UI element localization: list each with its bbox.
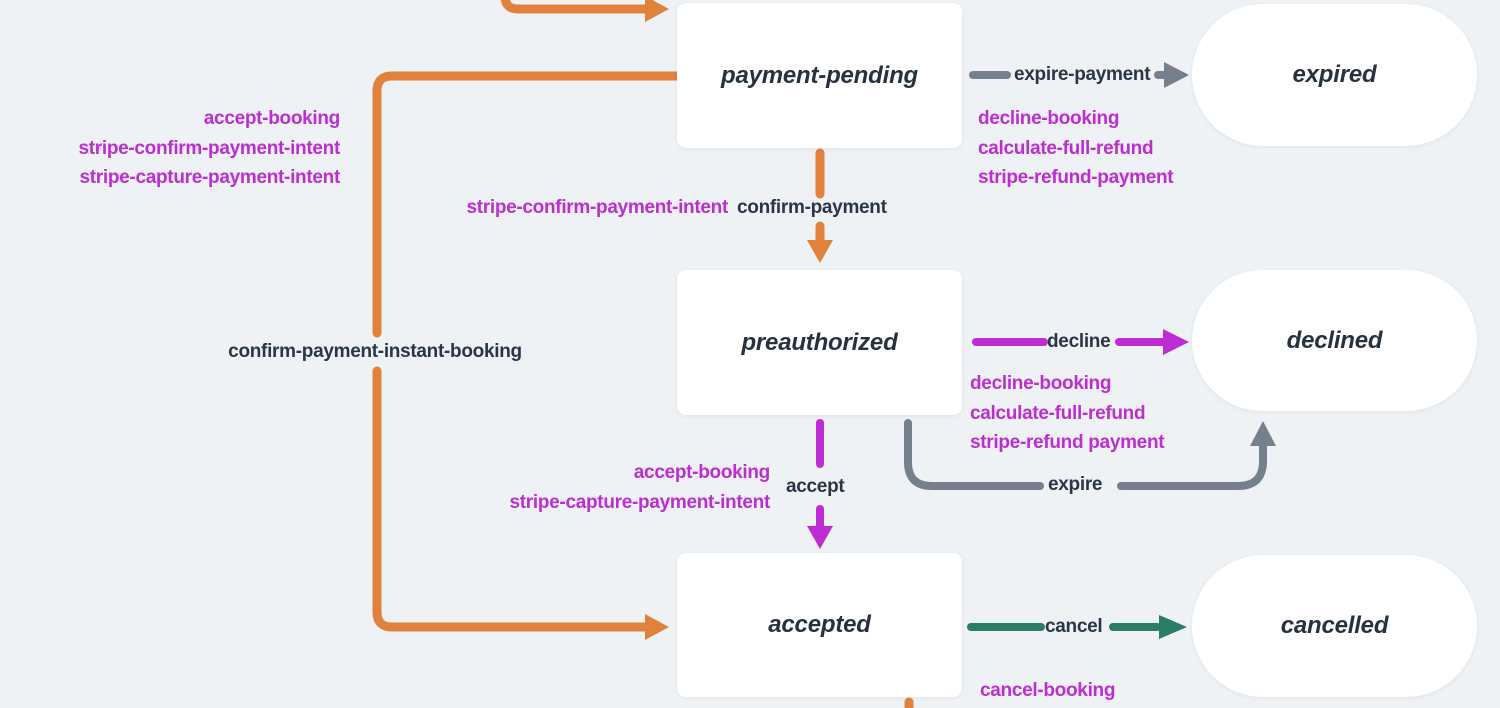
confirm-payment-arrowhead-icon	[807, 240, 833, 263]
expire-connector-right	[1117, 441, 1267, 490]
action-label: decline-booking	[978, 108, 1120, 129]
expire-payment-arrowhead-icon	[1164, 62, 1189, 88]
action-label: stripe-capture-payment-intent	[509, 491, 770, 513]
action-label: calculate-full-refund	[970, 402, 1146, 424]
state-preauthorized: preauthorized	[677, 270, 962, 415]
state-accepted-label: accepted	[768, 611, 871, 638]
state-expired: expired	[1192, 4, 1477, 146]
state-cancelled-label: cancelled	[1280, 612, 1389, 639]
accept-event-label: accept	[786, 476, 845, 497]
expire-payment-event-label: expire-payment	[1014, 64, 1151, 85]
state-declined-label: declined	[1286, 326, 1383, 354]
expire-event-label: expire	[1048, 474, 1103, 495]
action-label: decline-booking	[970, 373, 1112, 394]
instant-booking-event-label: confirm-payment-instant-booking	[228, 341, 522, 362]
action-label: stripe-refund payment	[970, 432, 1165, 453]
cancel-arrowhead-icon	[1159, 615, 1187, 639]
decline-arrowhead-icon	[1163, 329, 1189, 355]
instant-booking-arrowhead-icon	[645, 614, 669, 640]
cancel-actions: cancel-booking	[980, 680, 1116, 701]
state-accepted: accepted	[677, 553, 962, 697]
accept-actions: accept-booking stripe-capture-payment-in…	[460, 458, 770, 517]
entry-arrowhead-icon	[645, 0, 669, 22]
decline-actions: decline-booking calculate-full-refund st…	[970, 369, 1165, 458]
state-expired-label: expired	[1292, 61, 1377, 88]
expire-arrowhead-icon	[1250, 421, 1276, 446]
action-label: stripe-confirm-payment-intent	[78, 137, 340, 159]
instant-booking-connector-upper	[372, 71, 682, 338]
state-cancelled: cancelled	[1192, 555, 1477, 697]
cancel-event-label: cancel	[1045, 616, 1103, 637]
instant-booking-connector-lower	[372, 366, 650, 632]
action-label: stripe-capture-payment-intent	[79, 167, 340, 188]
confirm-payment-event-label: confirm-payment	[737, 197, 887, 218]
action-label: calculate-full-refund	[978, 137, 1154, 159]
state-declined: declined	[1192, 270, 1477, 411]
state-payment-pending-label: payment-pending	[720, 61, 918, 89]
decline-event-label: decline	[1047, 331, 1111, 352]
entry-connector	[500, 0, 650, 14]
instant-booking-actions: accept-booking stripe-confirm-payment-in…	[30, 104, 340, 193]
action-label: accept-booking	[633, 462, 771, 483]
state-payment-pending: payment-pending	[677, 3, 962, 148]
action-label: stripe-refund-payment	[978, 167, 1174, 188]
confirm-payment-action-label: stripe-confirm-payment-intent	[466, 197, 728, 218]
expire-payment-actions: decline-booking calculate-full-refund st…	[978, 104, 1174, 193]
accept-arrowhead-icon	[807, 526, 833, 549]
expire-connector-left	[904, 419, 1044, 490]
state-preauthorized-label: preauthorized	[741, 328, 898, 356]
action-label: accept-booking	[203, 108, 341, 129]
